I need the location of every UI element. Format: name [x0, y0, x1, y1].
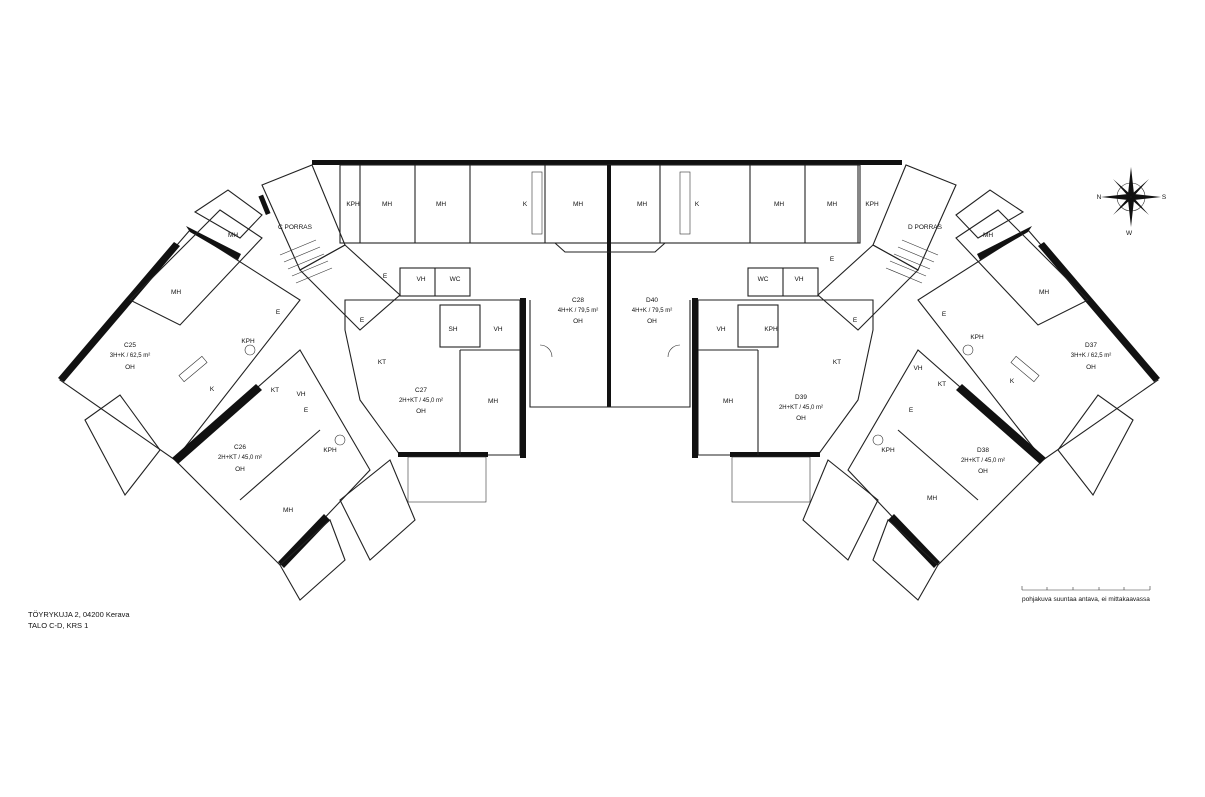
compass-n-label: N — [1097, 194, 1102, 201]
apartment-code: D37 — [1085, 342, 1097, 349]
room-label: KPH — [241, 338, 255, 345]
room-label: E — [942, 311, 947, 318]
apartment-type: 3H+K / 62,5 m² — [110, 353, 151, 359]
room-label: MH — [983, 232, 993, 239]
apartment-type: 2H+KT / 45,0 m² — [399, 398, 443, 404]
room-label: E — [383, 273, 388, 280]
room-label: MH — [382, 201, 392, 208]
room-label: WC — [450, 276, 461, 283]
compass-s-label: S — [1162, 194, 1167, 201]
apartment-code: C25 — [124, 342, 136, 349]
apartment-type: 2H+KT / 45,0 m² — [779, 405, 823, 411]
room-label: KT — [271, 387, 279, 394]
apartment-type: 2H+KT / 45,0 m² — [961, 458, 1005, 464]
room-label: K — [523, 201, 528, 208]
stair-d-label: D PORRAS — [908, 224, 943, 231]
apartment-note: OH — [647, 318, 657, 325]
apartment-note: OH — [1086, 364, 1096, 371]
apartment-code: C28 — [572, 297, 584, 304]
room-label: KPH — [970, 334, 984, 341]
apartment-note: OH — [235, 466, 245, 473]
room-label: MH — [1039, 289, 1049, 296]
apartment-type: 3H+K / 62,5 m² — [1071, 353, 1112, 359]
scale-bar — [1021, 586, 1151, 591]
room-label: E — [276, 309, 281, 316]
room-label: E — [360, 317, 365, 324]
room-label: MH — [573, 201, 583, 208]
apartment-note: OH — [573, 318, 583, 325]
room-label: KT — [833, 359, 841, 366]
room-label: KPH — [346, 201, 360, 208]
scale-note: pohjakuva suuntaa antava, ei mittakaavas… — [1022, 596, 1150, 603]
apartment-note: OH — [796, 415, 806, 422]
apartment-code: D38 — [977, 447, 989, 454]
room-label: VH — [794, 276, 803, 283]
apartment-d39-walls — [692, 298, 874, 503]
room-label: VH — [493, 326, 502, 333]
room-label: MH — [488, 398, 498, 405]
stair-c-label: C PORRAS — [278, 224, 313, 231]
compass-rose: N S W — [1097, 167, 1167, 237]
apartment-note: OH — [978, 468, 988, 475]
room-label: KT — [378, 359, 386, 366]
room-label: MH — [171, 289, 181, 296]
room-label: KPH — [881, 447, 895, 454]
room-label: MH — [827, 201, 837, 208]
room-label: K — [1010, 378, 1015, 385]
right-wing — [802, 164, 1160, 601]
room-label: KPH — [323, 447, 337, 454]
room-label: MH — [927, 495, 937, 502]
apartment-labels: C25 3H+K / 62,5 m² OH C26 2H+KT / 45,0 m… — [110, 297, 1112, 475]
room-label: MH — [637, 201, 647, 208]
apartment-c27-walls — [344, 298, 526, 503]
room-labels: KPH MH MH K MH MH K MH MH KPH E VH WC E … — [171, 201, 1049, 514]
room-label: MH — [436, 201, 446, 208]
room-label: KPH — [865, 201, 879, 208]
compass-w-label: W — [1126, 230, 1133, 237]
left-wing — [58, 164, 416, 601]
room-label: MH — [774, 201, 784, 208]
room-label: MH — [723, 398, 733, 405]
room-label: MH — [283, 507, 293, 514]
room-label: E — [853, 317, 858, 324]
room-label: E — [909, 407, 914, 414]
apartment-code: C26 — [234, 444, 246, 451]
apartment-type: 4H+K / 79,5 m² — [558, 308, 599, 314]
room-label: KT — [938, 381, 946, 388]
room-label: K — [210, 386, 215, 393]
apartment-type: 2H+KT / 45,0 m² — [218, 455, 262, 461]
apartment-code: D40 — [646, 297, 658, 304]
room-label: VH — [416, 276, 425, 283]
room-label: E — [304, 407, 309, 414]
room-label: MH — [228, 232, 238, 239]
central-block — [312, 160, 902, 408]
room-label: K — [695, 201, 700, 208]
apartment-note: OH — [416, 408, 426, 415]
building-floor-text: TALO C-D, KRS 1 — [28, 621, 89, 630]
apartment-code: D39 — [795, 394, 807, 401]
room-label: WC — [758, 276, 769, 283]
room-label: VH — [716, 326, 725, 333]
apartment-note: OH — [125, 364, 135, 371]
room-label: VH — [913, 365, 922, 372]
apartment-code: C27 — [415, 387, 427, 394]
apartment-type: 4H+K / 79,5 m² — [632, 308, 673, 314]
room-label: VH — [296, 391, 305, 398]
room-label: SH — [448, 326, 457, 333]
room-label: E — [830, 256, 835, 263]
room-label: KPH — [764, 326, 778, 333]
address-text: TÖYRYKUJA 2, 04200 Kerava — [28, 610, 130, 619]
